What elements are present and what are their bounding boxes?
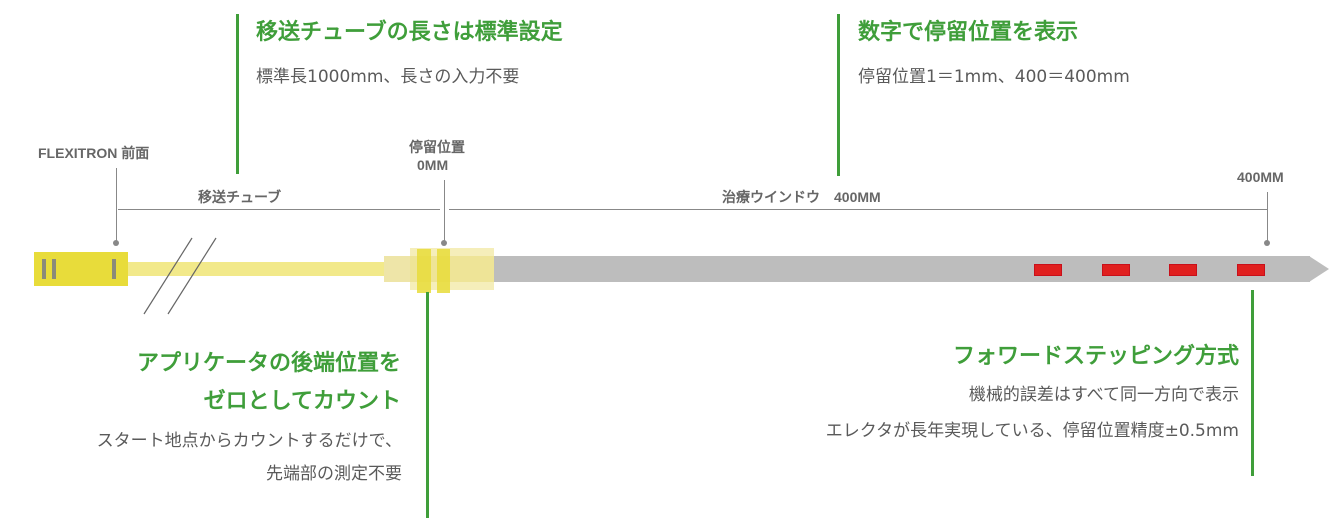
callout-line-zero-count [426,292,429,518]
dot-front [113,240,119,246]
connector-slot-1 [42,259,46,279]
dwell-marker-1 [1034,264,1062,276]
dwell-marker-3 [1169,264,1197,276]
body-zero-count-line1: スタート地点からカウントするだけで、 [96,431,402,451]
label-stop-zero: 0MM [417,157,449,173]
tick-stop-zero [444,180,445,244]
body-zero-count-line2: 先端部の測定不要 [266,464,402,484]
tick-end [1267,192,1268,244]
dim-line-window [449,209,1267,210]
label-flexitron-front: FLEXITRON 前面 [38,145,150,161]
callout-line-forward-stepping [1251,290,1254,476]
tick-front [116,168,117,244]
dim-line-tube [118,209,440,210]
callout-line-position-display [837,14,840,176]
dwell-marker-4 [1237,264,1265,276]
heading-tube-length: 移送チューブの長さは標準設定 [256,20,563,45]
label-stop-position: 停留位置 [409,139,465,155]
body-position-display: 停留位置1＝1mm、400＝400mm [858,67,1130,87]
callout-line-tube-length [236,14,239,174]
heading-forward-stepping: フォワードステッピング方式 [952,344,1239,369]
label-treatment-window: 治療ウインドウ 400MM [722,189,881,205]
adapter-band-1 [417,249,431,293]
connector-slot-3 [112,259,116,279]
transfer-tube-body [126,262,386,276]
heading-zero-count-line2: ゼロとしてカウント [203,389,401,414]
heading-position-display: 数字で停留位置を表示 [858,20,1079,45]
label-transfer-tube: 移送チューブ [198,189,282,205]
body-tube-length: 標準長1000mm、長さの入力不要 [256,67,520,87]
heading-zero-count-line1: アプリケータの後端位置を [136,351,401,376]
adapter-band-2 [437,249,450,293]
connector-slot-2 [52,259,56,279]
slash-break-icon [143,237,217,315]
dot-end [1264,240,1270,246]
label-end-400mm: 400MM [1237,169,1284,185]
dot-stop-zero [441,240,447,246]
dwell-marker-2 [1102,264,1130,276]
body-forward-stepping-line1: 機械的誤差はすべて同一方向で表示 [968,385,1239,405]
catheter-tip [1309,256,1329,282]
body-forward-stepping-line2: エレクタが長年実現している、停留位置精度±0.5mm [825,421,1239,441]
